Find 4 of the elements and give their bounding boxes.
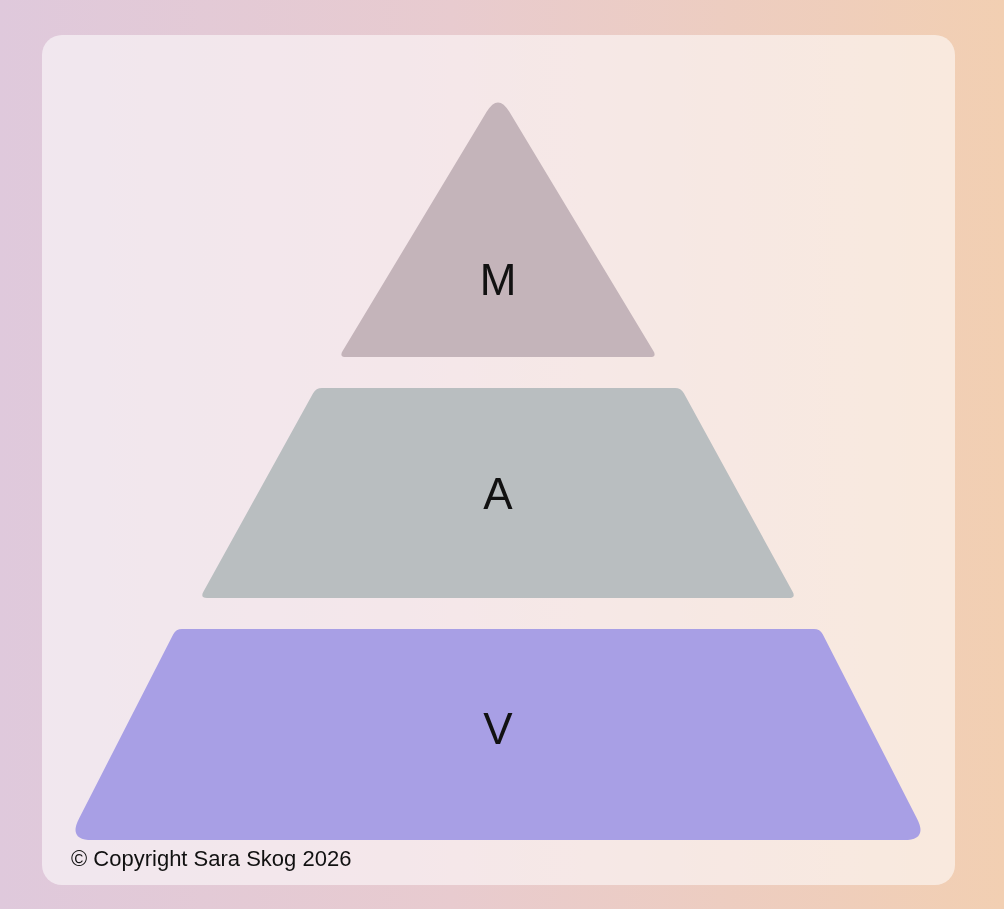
copyright-note: © Copyright Sara Skog 2026 <box>71 846 352 872</box>
tier-label: M <box>479 258 517 302</box>
tier-label: A <box>483 472 513 516</box>
tier-label: V <box>483 707 513 751</box>
